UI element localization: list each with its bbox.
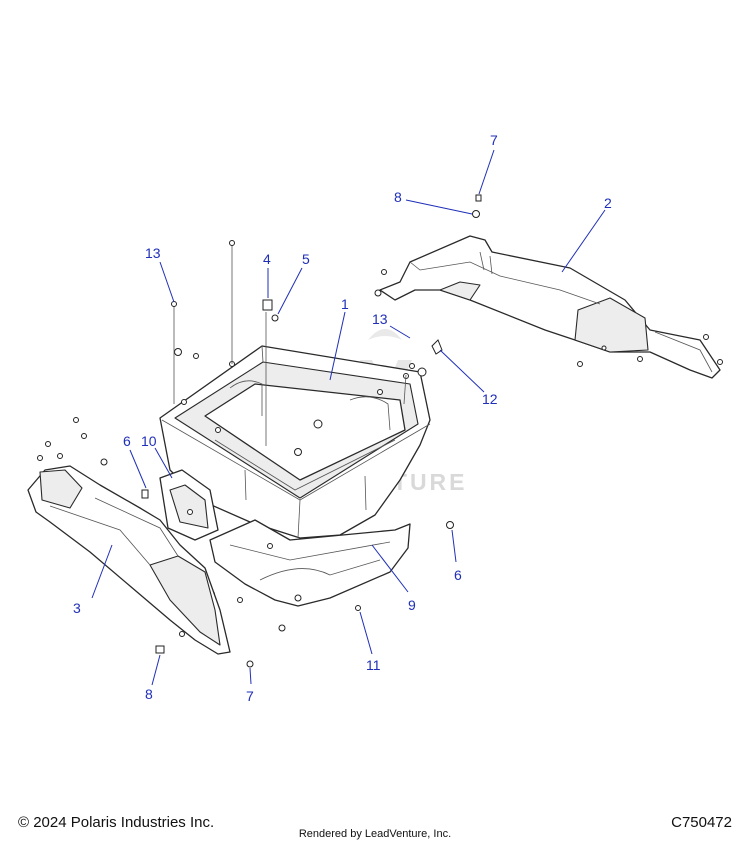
figure-id: C750472 bbox=[671, 814, 732, 831]
callout-7-top: 7 bbox=[490, 132, 498, 148]
side-bracket bbox=[159, 469, 219, 541]
callout-8-bottom: 8 bbox=[145, 686, 153, 702]
callout-13-right: 13 bbox=[372, 311, 388, 327]
callout-10: 10 bbox=[141, 433, 157, 449]
copyright-text: © 2024 Polaris Industries Inc. bbox=[18, 814, 215, 831]
callout-6-right: 6 bbox=[454, 567, 462, 583]
callout-12: 12 bbox=[482, 391, 498, 407]
callout-6-left: 6 bbox=[123, 433, 131, 449]
callout-1: 1 bbox=[341, 296, 349, 312]
callout-7-bottom: 7 bbox=[246, 688, 254, 704]
callout-2: 2 bbox=[604, 195, 612, 211]
leader-lines bbox=[91, 149, 606, 686]
rendered-by-text: Rendered by LeadVenture, Inc. bbox=[298, 828, 452, 840]
callout-13-left: 13 bbox=[145, 245, 161, 261]
callouts: 1 2 3 4 5 6 6 7 7 8 8 9 10 11 12 13 13 bbox=[73, 132, 612, 704]
cargo-box bbox=[159, 240, 443, 539]
callout-11: 11 bbox=[366, 657, 381, 673]
callout-3: 3 bbox=[73, 600, 81, 616]
callout-4: 4 bbox=[263, 251, 271, 267]
left-side-panel bbox=[27, 417, 254, 668]
callout-8-top: 8 bbox=[394, 189, 402, 205]
right-side-panel bbox=[374, 194, 723, 379]
callout-5: 5 bbox=[302, 251, 310, 267]
under-panel bbox=[141, 489, 454, 632]
callout-9: 9 bbox=[408, 597, 416, 613]
